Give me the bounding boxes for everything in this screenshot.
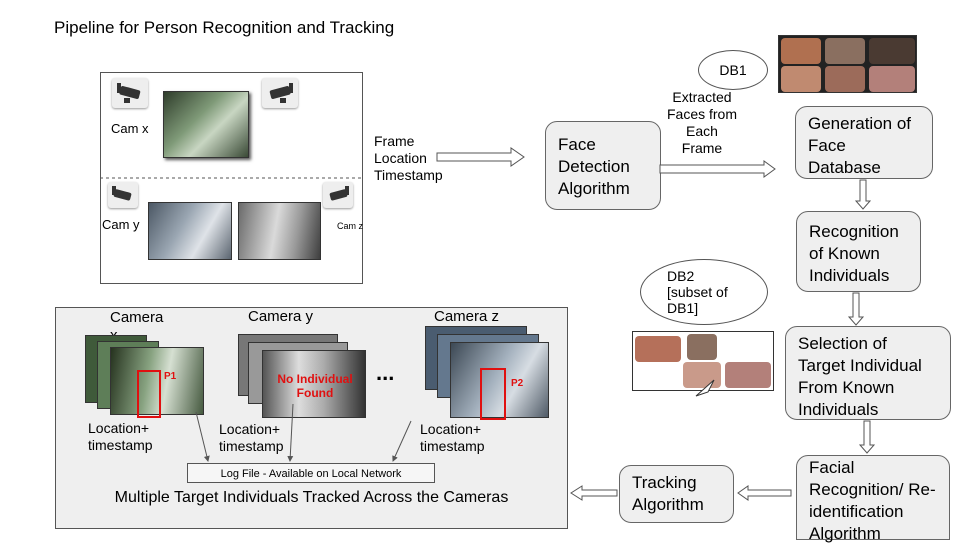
log-arrow — [287, 403, 294, 462]
tracking-caption: Multiple Target Individuals Tracked Acro… — [114, 489, 509, 506]
camera-x-frame-image — [110, 347, 204, 415]
block-arrow — [847, 292, 865, 326]
cctv-camera-icon — [112, 78, 148, 108]
location-timestamp-y-label: Location+ timestamp — [219, 421, 284, 454]
face-thumbnail — [725, 362, 771, 388]
face-thumbnail — [683, 362, 721, 388]
block-arrow — [436, 147, 525, 167]
db1-ellipse: DB1 — [698, 50, 768, 90]
location-timestamp-x-label: Location+ timestamp — [88, 420, 153, 453]
camera-z-frame-image — [450, 342, 549, 418]
block-arrow — [570, 485, 618, 501]
cam-y-frame-image — [148, 202, 232, 260]
page-title: Pipeline for Person Recognition and Trac… — [54, 18, 395, 37]
cctv-camera-icon — [262, 78, 298, 108]
p2-label: P2 — [511, 378, 524, 389]
block-arrow — [737, 485, 792, 501]
tracking-box: Tracking Algorithm — [619, 465, 734, 523]
frame-info-label: Frame Location Timestamp — [374, 133, 443, 183]
block-arrow — [858, 420, 876, 454]
cursor-icon — [695, 379, 715, 397]
ellipsis-label: ... — [376, 360, 395, 385]
face-thumbnail — [825, 38, 865, 64]
extracted-faces-label: Extracted Faces from Each Frame — [666, 89, 737, 156]
log-arrow — [195, 411, 210, 462]
no-individual-label: No Individual Found — [277, 372, 353, 400]
face-thumbnail — [687, 334, 717, 360]
recognition-box: Recognition of Known Individuals — [796, 211, 921, 292]
face-detection-box: Face Detection Algorithm — [545, 121, 661, 210]
cam-z-frame-image — [238, 202, 321, 260]
camera-z-label: Camera z — [434, 308, 500, 325]
block-arrow — [854, 179, 872, 210]
generation-box: Generation of Face Database — [795, 106, 933, 179]
cam-x-label: Cam x — [111, 121, 149, 136]
db2-faces-image — [632, 331, 774, 391]
face-thumbnail — [869, 66, 915, 92]
p1-label: P1 — [164, 371, 177, 382]
p2-bounding-box — [480, 368, 506, 420]
selection-box: Selection of Target Individual From Know… — [785, 326, 951, 420]
cctv-camera-icon — [323, 182, 353, 208]
log-arrow — [392, 420, 412, 462]
cctv-camera-icon — [108, 182, 138, 208]
location-timestamp-z-label: Location+ timestamp — [420, 421, 485, 454]
cam-y-label: Cam y — [102, 217, 140, 232]
db2-ellipse: DB2 [subset of DB1] — [640, 259, 768, 325]
face-thumbnail — [825, 66, 865, 92]
p1-bounding-box — [137, 370, 161, 418]
face-thumbnail — [635, 336, 681, 362]
panel-divider — [100, 177, 363, 179]
face-thumbnail — [781, 38, 821, 64]
face-database-image — [778, 35, 917, 93]
face-thumbnail — [869, 38, 915, 64]
camera-y-frame-image — [262, 350, 366, 418]
cam-z-label: Cam z — [337, 221, 364, 231]
cam-x-frame-image — [163, 91, 249, 158]
log-file-box: Log File - Available on Local Network — [187, 463, 435, 483]
camera-y-label: Camera y — [248, 308, 314, 325]
face-thumbnail — [781, 66, 821, 92]
block-arrow — [659, 160, 776, 178]
